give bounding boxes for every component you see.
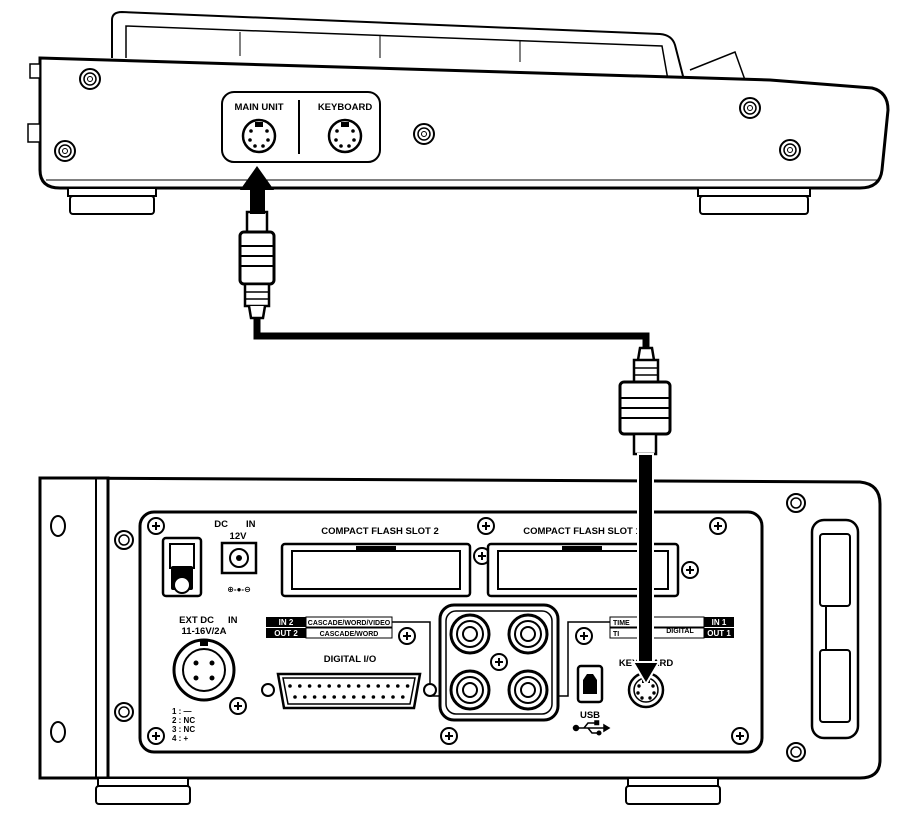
xlr-pin-3: 3 : NC bbox=[172, 725, 195, 734]
d-sub-pin bbox=[337, 684, 341, 688]
screw-icon bbox=[147, 517, 165, 535]
mini-din-icon bbox=[241, 118, 277, 154]
screw-icon bbox=[147, 727, 165, 745]
foot bbox=[95, 777, 191, 805]
dc-in-suffix: IN bbox=[246, 519, 256, 530]
screw-icon bbox=[681, 561, 699, 579]
d-sub-pin bbox=[361, 695, 366, 699]
controller-body bbox=[38, 56, 890, 190]
plug-icon bbox=[618, 346, 672, 456]
bnc-connector[interactable] bbox=[449, 613, 491, 655]
dc-jack[interactable] bbox=[220, 541, 258, 575]
xlr-pin-4: 4 : + bbox=[172, 734, 189, 743]
screw-icon bbox=[731, 727, 749, 745]
d-sub-25-connector[interactable] bbox=[261, 672, 437, 710]
main-unit-label: MAIN UNIT bbox=[234, 102, 283, 113]
d-sub-pin bbox=[342, 695, 346, 699]
screw-icon bbox=[114, 530, 134, 550]
screw-icon bbox=[413, 123, 435, 145]
in2-desc: CASCADE/WORD/VIDEO bbox=[308, 620, 391, 627]
screw-icon bbox=[575, 627, 593, 645]
remote-controller: MAIN UNIT KEYBOARD bbox=[27, 10, 890, 215]
d-sub-pin bbox=[381, 695, 386, 699]
ext-dc-suffix: IN bbox=[228, 615, 238, 626]
d-sub-pin bbox=[371, 695, 376, 699]
arrow-up-icon bbox=[240, 166, 274, 214]
screw-icon bbox=[229, 697, 247, 715]
usb-label: USB bbox=[580, 710, 600, 721]
screw-icon bbox=[398, 627, 416, 645]
screw-icon bbox=[786, 493, 806, 513]
dc-in-label: DC bbox=[214, 519, 228, 530]
arrow-down-icon bbox=[631, 453, 661, 686]
d-sub-pin bbox=[356, 684, 361, 688]
foot bbox=[625, 777, 721, 805]
screw-icon bbox=[79, 68, 101, 90]
foot bbox=[697, 187, 811, 215]
screw-icon bbox=[114, 702, 134, 722]
screw-icon bbox=[490, 653, 508, 671]
bnc-connector[interactable] bbox=[507, 613, 549, 655]
d-sub-pin bbox=[317, 684, 322, 688]
usb-icon bbox=[572, 720, 611, 736]
out2-desc: CASCADE/WORD bbox=[320, 631, 379, 638]
out1-tag: OUT 1 bbox=[707, 629, 731, 638]
recorder-unit: DC IN 12V ⊕-●-⊖ COMPACT FLASH SLOT 2 COM… bbox=[38, 476, 882, 805]
cf-slot-2-label: COMPACT FLASH SLOT 2 bbox=[321, 526, 439, 537]
screw-icon bbox=[477, 517, 495, 535]
xlr-connector[interactable] bbox=[172, 638, 236, 702]
timecode-top-label: TIME bbox=[613, 620, 630, 627]
timecode-bottom-label: TI bbox=[613, 631, 619, 638]
bnc-connector[interactable] bbox=[449, 669, 491, 711]
d-sub-pin bbox=[332, 695, 337, 699]
d-sub-pin bbox=[298, 684, 302, 688]
d-sub-pin bbox=[391, 695, 395, 699]
ext-dc-spec: 11-16V/2A bbox=[182, 626, 227, 637]
bnc-connector[interactable] bbox=[507, 669, 549, 711]
d-sub-pin bbox=[401, 695, 405, 699]
d-sub-pin bbox=[322, 695, 327, 699]
d-sub-pin bbox=[347, 684, 351, 688]
keyboard-port-label: KEYBOARD bbox=[318, 102, 373, 113]
screw-icon bbox=[786, 742, 806, 762]
power-switch[interactable] bbox=[161, 536, 203, 598]
foot bbox=[67, 187, 157, 215]
d-sub-pin bbox=[376, 684, 381, 688]
digital-label: DIGITAL bbox=[666, 628, 694, 635]
d-sub-pin bbox=[366, 684, 371, 688]
xlr-pin-2: 2 : NC bbox=[172, 716, 195, 725]
d-sub-pin bbox=[288, 684, 292, 688]
screw-icon bbox=[54, 140, 76, 162]
screw-icon bbox=[440, 727, 458, 745]
d-sub-pin bbox=[307, 684, 312, 688]
usb-port[interactable] bbox=[576, 664, 604, 704]
d-sub-pin bbox=[293, 695, 297, 699]
mini-din-icon bbox=[327, 118, 363, 154]
xlr-pin-1: 1 : — bbox=[172, 707, 192, 716]
d-sub-pin bbox=[303, 695, 307, 699]
cf-slot-2[interactable] bbox=[280, 542, 472, 598]
in1-tag: IN 1 bbox=[712, 618, 727, 627]
dc-voltage: 12V bbox=[230, 531, 248, 542]
d-sub-pin bbox=[396, 684, 400, 688]
dc-polarity: ⊕-●-⊖ bbox=[227, 585, 251, 594]
cf-slot-1-label: COMPACT FLASH SLOT 1 bbox=[523, 526, 641, 537]
screw-icon bbox=[779, 139, 801, 161]
ps2-cable bbox=[238, 210, 672, 456]
out2-tag: OUT 2 bbox=[274, 629, 298, 638]
d-sub-pin bbox=[312, 695, 317, 699]
d-sub-pin bbox=[352, 695, 356, 699]
digital-io-label: DIGITAL I/O bbox=[324, 654, 376, 665]
ext-dc-label: EXT DC bbox=[179, 615, 214, 626]
d-sub-pin bbox=[327, 684, 332, 688]
plug-icon bbox=[238, 210, 276, 320]
screw-icon bbox=[739, 97, 761, 119]
d-sub-pin bbox=[386, 684, 390, 688]
screw-icon bbox=[709, 517, 727, 535]
in2-tag: IN 2 bbox=[279, 618, 294, 627]
d-sub-pin bbox=[405, 684, 410, 688]
